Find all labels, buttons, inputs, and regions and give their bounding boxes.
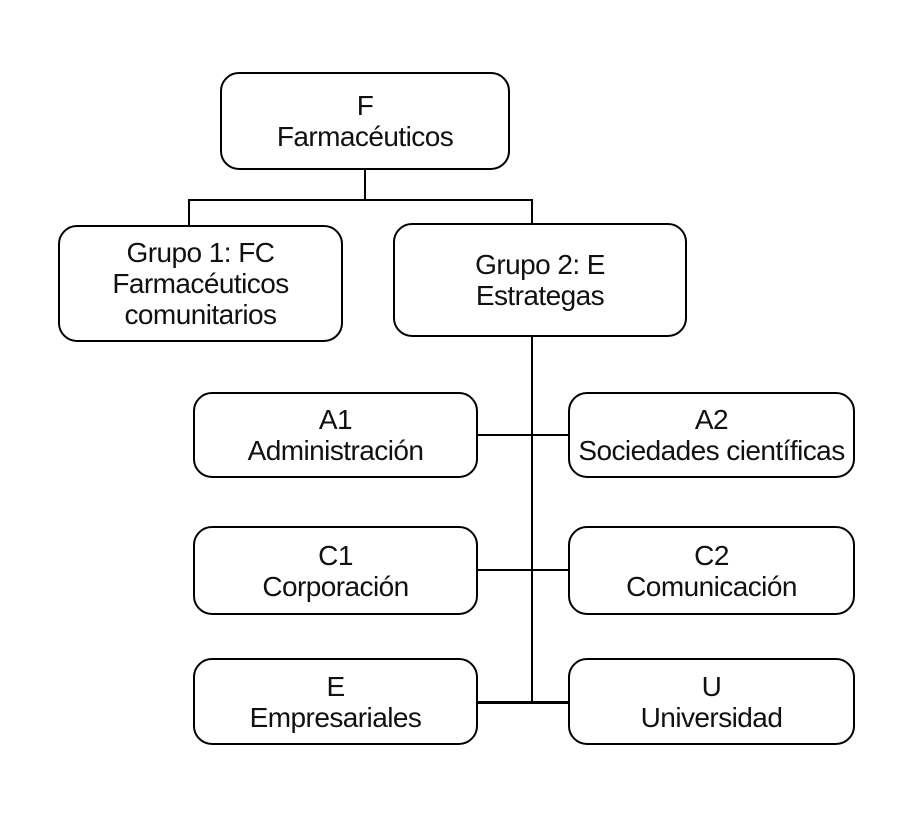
node-label2: comunitarios	[124, 299, 277, 330]
node-a1-administracion: A1 Administración	[193, 392, 478, 478]
node-code: C2	[694, 539, 729, 571]
connector-group2-stub	[531, 199, 533, 224]
node-grupo1-farmaceuticos-comunitarios: Grupo 1: FC Farmacéuticos comunitarios	[58, 225, 343, 342]
node-label: Sociedades científicas	[578, 435, 845, 466]
node-e-empresariales: E Empresariales	[193, 658, 478, 745]
node-label: Farmacéuticos	[112, 268, 289, 299]
node-code: C1	[318, 539, 353, 571]
node-code: U	[701, 670, 722, 702]
node-label: Universidad	[640, 701, 783, 733]
connector-row1	[478, 434, 568, 436]
connector-group1-stub	[188, 199, 190, 226]
node-code: F	[356, 90, 374, 121]
node-label: Administración	[247, 435, 424, 466]
node-code: Grupo 1: FC	[126, 237, 275, 268]
node-label: Farmacéuticos	[276, 121, 454, 152]
connector-row3	[478, 701, 568, 704]
node-c1-corporacion: C1 Corporación	[193, 526, 478, 615]
node-grupo2-estrategas: Grupo 2: E Estrategas	[393, 223, 687, 337]
node-code: A1	[318, 404, 353, 435]
node-a2-sociedades-cientificas: A2 Sociedades científicas	[568, 392, 855, 478]
node-label: Estrategas	[475, 280, 605, 311]
node-code: Grupo 2: E	[475, 249, 605, 280]
connector-branch-horizontal	[188, 199, 533, 201]
node-label: Empresariales	[249, 701, 422, 733]
node-farmaceuticos: F Farmacéuticos	[220, 72, 510, 170]
node-code: E	[326, 670, 345, 702]
node-label: Corporación	[262, 570, 409, 602]
connector-root-stub	[364, 170, 366, 200]
connector-row2	[478, 569, 568, 571]
node-label: Comunicación	[626, 570, 797, 602]
node-u-universidad: U Universidad	[568, 658, 855, 745]
node-c2-comunicacion: C2 Comunicación	[568, 526, 855, 615]
connector-group2-spine	[531, 336, 533, 703]
node-code: A2	[694, 404, 729, 435]
